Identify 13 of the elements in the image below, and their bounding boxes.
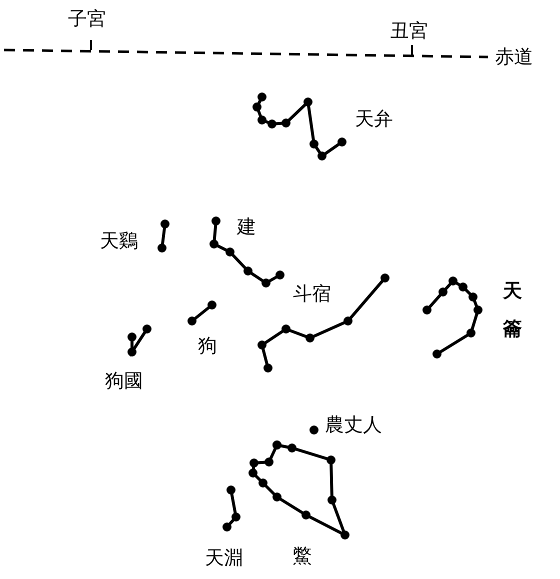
constellation-name: 狗國 xyxy=(105,372,143,391)
constellation-name: 斗宿 xyxy=(293,285,331,304)
constellation-name: 天弁 xyxy=(355,110,393,129)
constellation-name: 農丈人 xyxy=(325,416,382,435)
constellation-name: 建 xyxy=(237,218,256,237)
constellation-name: 天籥 xyxy=(503,279,523,342)
constellation-name: 鱉 xyxy=(293,547,312,566)
constellation-name: 天淵 xyxy=(205,549,243,568)
constellation-name: 狗 xyxy=(198,337,217,356)
constellation-name: 赤道 xyxy=(495,48,533,67)
constellation-name: 丑宮 xyxy=(390,22,428,41)
constellation-name: 子宮 xyxy=(68,10,106,29)
constellation-name: 天鷄 xyxy=(100,232,138,251)
